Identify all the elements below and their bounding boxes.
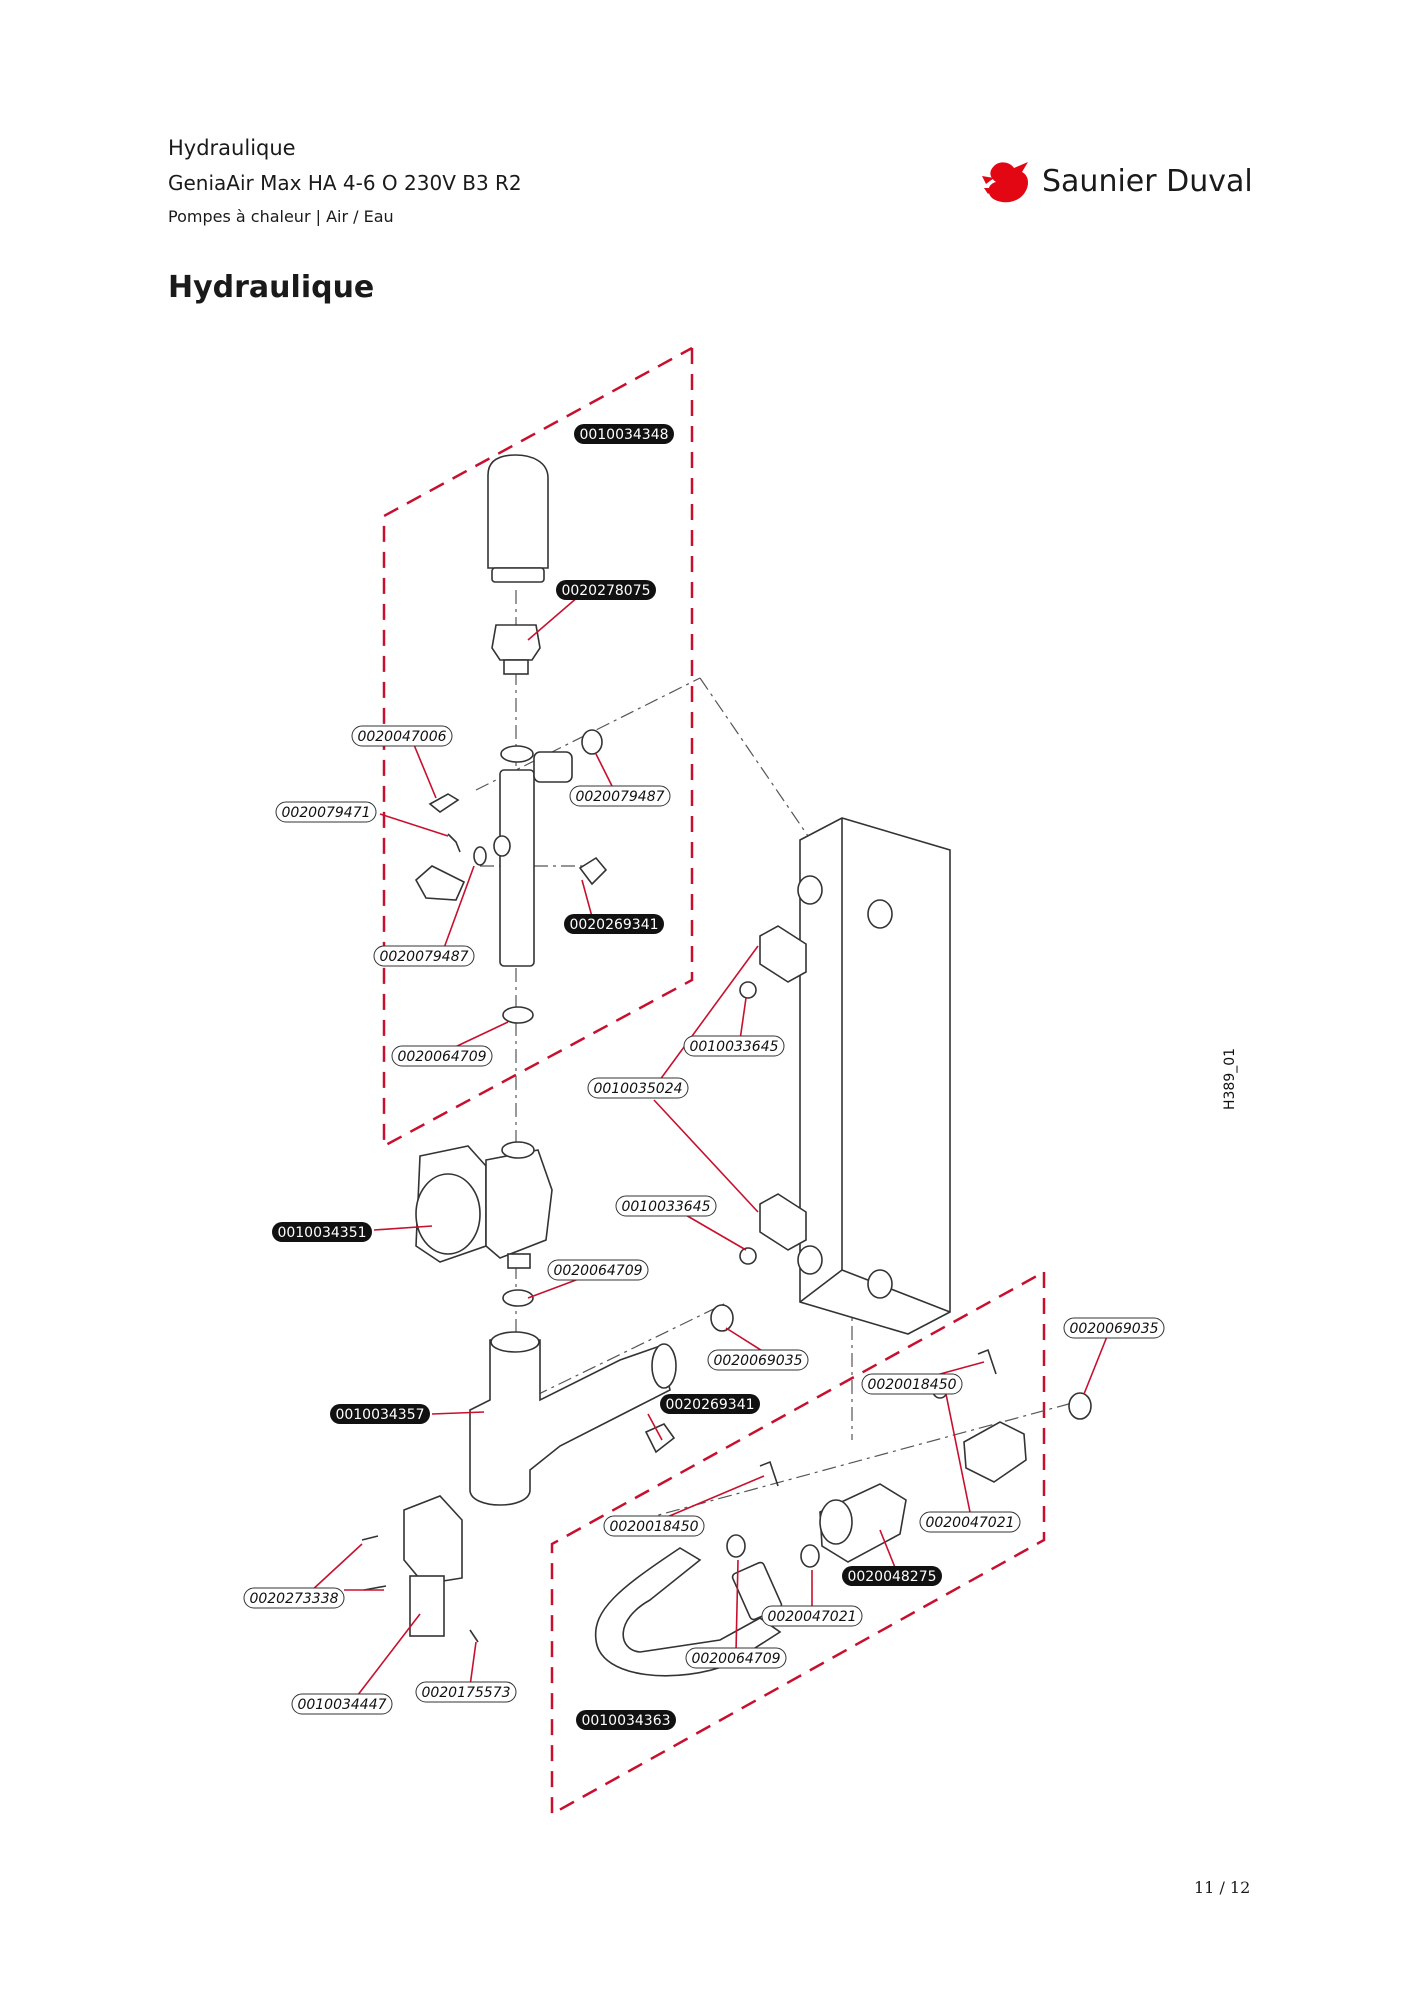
group-outline-lower: [550, 1270, 1046, 1817]
pipe-assembly-icon: [469, 1339, 671, 1506]
o-ring-icon: [581, 729, 603, 755]
svg-text:0010034357: 0010034357: [335, 1407, 424, 1423]
callout-0020048275: 0020048275: [842, 1566, 942, 1586]
svg-text:0020064709: 0020064709: [553, 1263, 642, 1279]
svg-text:0020269341: 0020269341: [665, 1397, 754, 1413]
nut-icon: [739, 981, 757, 999]
mounting-bracket-icon: [759, 1193, 807, 1251]
callout-0010034447: 0010034447: [291, 1693, 393, 1715]
callout-0020047021-b: 0020047021: [761, 1605, 863, 1627]
callout-0010034363: 0010034363: [576, 1710, 676, 1730]
callout-0020069035-a: 0020069035: [707, 1349, 809, 1371]
u-bend-pipe-icon: [594, 1547, 782, 1677]
wall-bracket-icon: [403, 1495, 463, 1585]
parts-drawing: [361, 454, 1092, 1677]
callout-0020079487-a: 0020079487: [569, 785, 671, 807]
svg-text:0020273338: 0020273338: [249, 1591, 338, 1607]
header-title: Hydraulique: [168, 136, 296, 160]
temperature-sensor-icon: [414, 865, 466, 901]
svg-text:0010035024: 0010035024: [593, 1081, 682, 1097]
callout-0020079471: 0020079471: [275, 801, 377, 823]
svg-text:0010033645: 0010033645: [689, 1039, 778, 1055]
svg-text:0020047021: 0020047021: [925, 1515, 1014, 1531]
nut-icon: [739, 1247, 757, 1265]
air-vent-valve-icon: [491, 624, 541, 661]
page-title: Hydraulique: [168, 270, 375, 305]
callout-0020273338: 0020273338: [243, 1587, 345, 1609]
svg-text:0010034351: 0010034351: [277, 1225, 366, 1241]
drawing-reference: H389_01: [1222, 1048, 1238, 1110]
svg-text:0020064709: 0020064709: [397, 1049, 486, 1065]
assembly-axes: [475, 590, 1077, 1521]
svg-text:0020079471: 0020079471: [281, 805, 370, 821]
clip-icon: [977, 1348, 997, 1375]
header-category: Pompes à chaleur | Air / Eau: [168, 207, 394, 226]
svg-text:0020064709: 0020064709: [691, 1651, 780, 1667]
svg-text:0020079487: 0020079487: [575, 789, 664, 805]
svg-text:0020018450: 0020018450: [609, 1519, 698, 1535]
callout-0020175573: 0020175573: [415, 1681, 517, 1703]
brand-logo: Saunier Duval: [980, 158, 1253, 210]
svg-text:0020269341: 0020269341: [569, 917, 658, 933]
callout-0020018450-b: 0020018450: [603, 1515, 705, 1537]
o-ring-icon: [726, 1534, 746, 1558]
group-outlines: [382, 346, 1046, 1817]
mounting-bracket-icon: [759, 925, 807, 983]
svg-text:0020047006: 0020047006: [357, 729, 446, 745]
air-vent-cap-icon: [487, 454, 549, 569]
callout-0010034351: 0010034351: [272, 1222, 372, 1242]
bird-logo-icon: [982, 162, 1028, 203]
callout-0020278075: 0020278075: [556, 580, 656, 600]
svg-text:0020069035: 0020069035: [1069, 1321, 1158, 1337]
group-outline-upper: [382, 346, 694, 1149]
svg-text:0010034447: 0010034447: [297, 1697, 386, 1713]
clip-icon: [447, 833, 461, 853]
plate-heat-exchanger-icon: [799, 817, 951, 1335]
svg-text:0010034348: 0010034348: [579, 427, 668, 443]
hose-clamp-icon: [644, 1423, 676, 1454]
svg-text:0020069035: 0020069035: [713, 1353, 802, 1369]
clip-icon: [759, 1460, 779, 1487]
svg-text:0010034363: 0010034363: [581, 1713, 670, 1729]
callout-0020047006: 0020047006: [351, 725, 453, 747]
o-ring-icon: [1068, 1392, 1092, 1420]
page-number: 11 / 12: [1194, 1878, 1251, 1897]
callout-0010033645-a: 0010033645: [683, 1035, 785, 1057]
callout-0020269341-a: 0020269341: [564, 914, 664, 934]
callout-0010034357: 0010034357: [330, 1404, 430, 1424]
callout-0020018450-a: 0020018450: [861, 1373, 963, 1395]
svg-text:0020079487: 0020079487: [379, 949, 468, 965]
connector-fitting-icon: [963, 1421, 1027, 1483]
callout-0020064709-b: 0020064709: [547, 1259, 649, 1281]
vertical-tube-icon: [499, 769, 535, 967]
svg-text:0020047021: 0020047021: [767, 1609, 856, 1625]
callout-0020069035-b: 0020069035: [1063, 1317, 1165, 1339]
callout-0010035024: 0010035024: [587, 1077, 689, 1099]
callout-0020064709-c: 0020064709: [685, 1647, 787, 1669]
callout-0020064709-a: 0020064709: [391, 1045, 493, 1067]
o-ring-icon: [502, 1289, 534, 1307]
callout-0020047021-a: 0020047021: [919, 1511, 1021, 1533]
clip-icon: [428, 793, 460, 813]
callout-0020269341-b: 0020269341: [660, 1394, 760, 1414]
svg-text:0010033645: 0010033645: [621, 1199, 710, 1215]
header-model: GeniaAir Max HA 4-6 O 230V B3 R2: [168, 171, 522, 195]
callout-0010033645-b: 0010033645: [615, 1195, 717, 1217]
o-ring-icon: [473, 846, 487, 866]
o-ring-icon: [800, 1544, 820, 1568]
callout-0020079487-b: 0020079487: [373, 945, 475, 967]
callout-0010034348: 0010034348: [574, 424, 674, 444]
brand-name: Saunier Duval: [1042, 164, 1253, 199]
svg-text:0020278075: 0020278075: [561, 583, 650, 599]
o-ring-icon: [502, 1006, 534, 1024]
callouts: 0010034348 0020278075 0020047006 0020079…: [243, 424, 1165, 1730]
hose-clamp-icon: [578, 856, 608, 886]
svg-text:0020018450: 0020018450: [867, 1377, 956, 1393]
svg-text:0020175573: 0020175573: [421, 1685, 510, 1701]
o-ring-icon: [710, 1304, 734, 1332]
svg-text:0020048275: 0020048275: [847, 1569, 936, 1585]
leader-lines: [309, 589, 1109, 1701]
